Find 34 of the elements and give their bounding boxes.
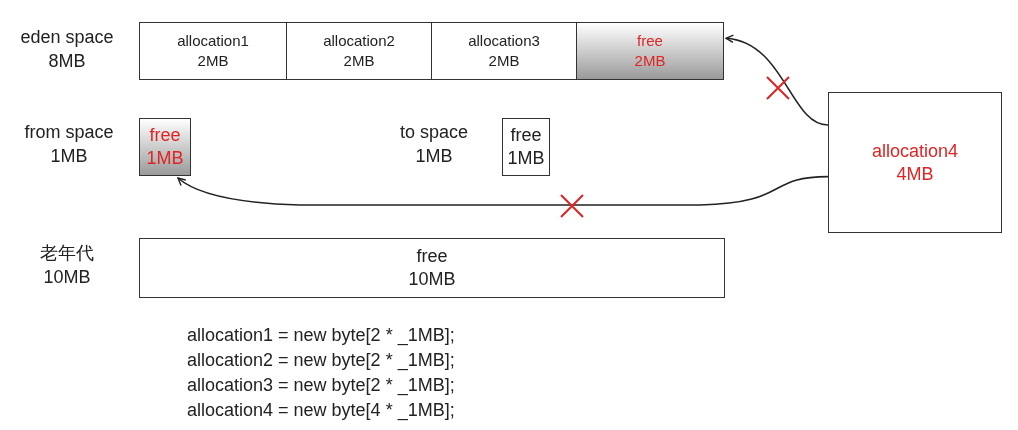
block-label: allocation3 [468,31,540,51]
arrow [725,35,829,126]
memory-block [286,22,432,80]
region-label: from space 1MB [23,121,115,168]
size-label: 10MB [408,268,456,291]
arrow [177,175,829,206]
size-label: 1MB [146,147,184,170]
block-label: free [637,31,663,51]
memory-block [828,92,1002,233]
block-label: free [416,245,448,268]
block-label: free [149,124,181,147]
memory-block [576,22,724,80]
memory-block [431,22,577,80]
code-line: allocation1 = new byte[2 * _1MB]; [187,324,455,348]
size-label: 1MB [507,147,545,170]
block-label: allocation2 [323,31,395,51]
code-line: allocation3 = new byte[2 * _1MB]; [187,374,455,398]
block-label: allocation4 [871,139,959,163]
block-label: allocation1 [177,31,249,51]
block-label: free [510,124,542,147]
size-label: 2MB [488,51,520,71]
memory-block [502,118,550,176]
memory-block [139,22,287,80]
region-label: 老年代 10MB [39,242,95,289]
size-label: 2MB [634,51,666,71]
size-label: 2MB [197,51,229,71]
memory-block [139,238,725,298]
size-label: 4MB [896,162,934,186]
code-line: allocation4 = new byte[4 * _1MB]; [187,399,455,423]
memory-block [139,118,191,176]
region-label: eden space 8MB [19,26,115,73]
size-label: 2MB [343,51,375,71]
code-line: allocation2 = new byte[2 * _1MB]; [187,349,455,373]
region-label: to space 1MB [398,121,469,168]
